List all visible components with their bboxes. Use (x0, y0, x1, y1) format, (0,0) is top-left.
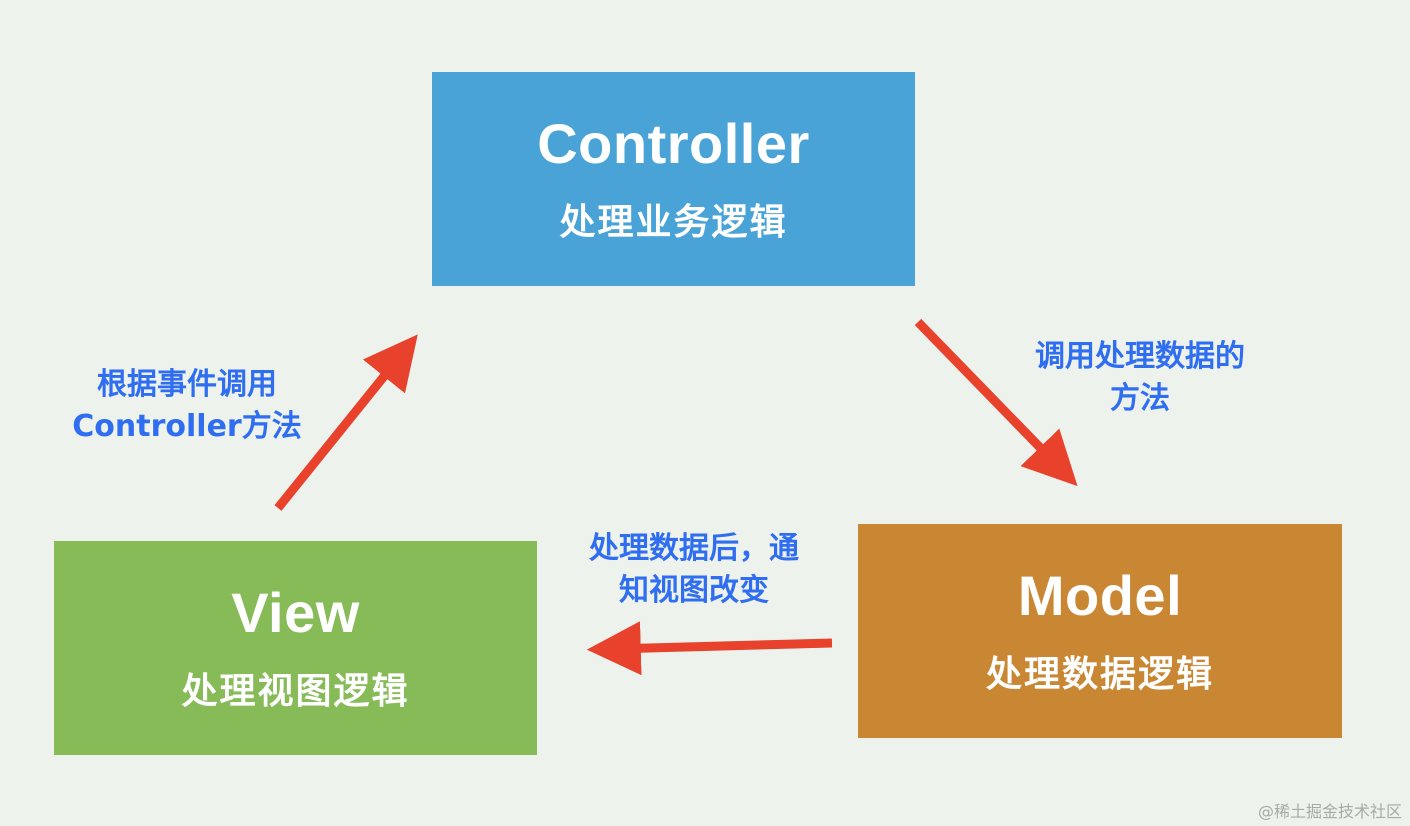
label-model-to-view-line1: 处理数据后，通 (589, 531, 799, 566)
label-model-to-view: 处理数据后，通 知视图改变 (560, 528, 828, 612)
label-view-to-controller-line2: Controller方法 (72, 409, 302, 444)
label-controller-to-model-line1: 调用处理数据的 (1035, 339, 1245, 374)
label-view-to-controller-line1: 根据事件调用 (97, 367, 277, 402)
label-model-to-view-line2: 知视图改变 (619, 573, 769, 608)
view-title: View (231, 581, 360, 645)
view-subtitle: 处理视图逻辑 (181, 670, 410, 712)
label-controller-to-model: 调用处理数据的 方法 (1005, 336, 1275, 420)
label-controller-to-model-line2: 方法 (1110, 381, 1170, 416)
controller-subtitle: 处理业务逻辑 (559, 201, 788, 243)
arrow-controller-to-model (914, 318, 1078, 487)
model-title: Model (1017, 564, 1183, 628)
model-box: Model 处理数据逻辑 (858, 524, 1342, 738)
label-view-to-controller: 根据事件调用 Controller方法 (62, 364, 312, 448)
view-box: View 处理视图逻辑 (54, 541, 537, 755)
arrow-model-to-view (586, 621, 833, 676)
arrow-view-to-controller (274, 334, 418, 511)
watermark: @稀土掘金技术社区 (1257, 802, 1402, 821)
model-subtitle: 处理数据逻辑 (985, 653, 1214, 695)
controller-box: Controller 处理业务逻辑 (432, 72, 915, 286)
controller-title: Controller (537, 112, 810, 176)
